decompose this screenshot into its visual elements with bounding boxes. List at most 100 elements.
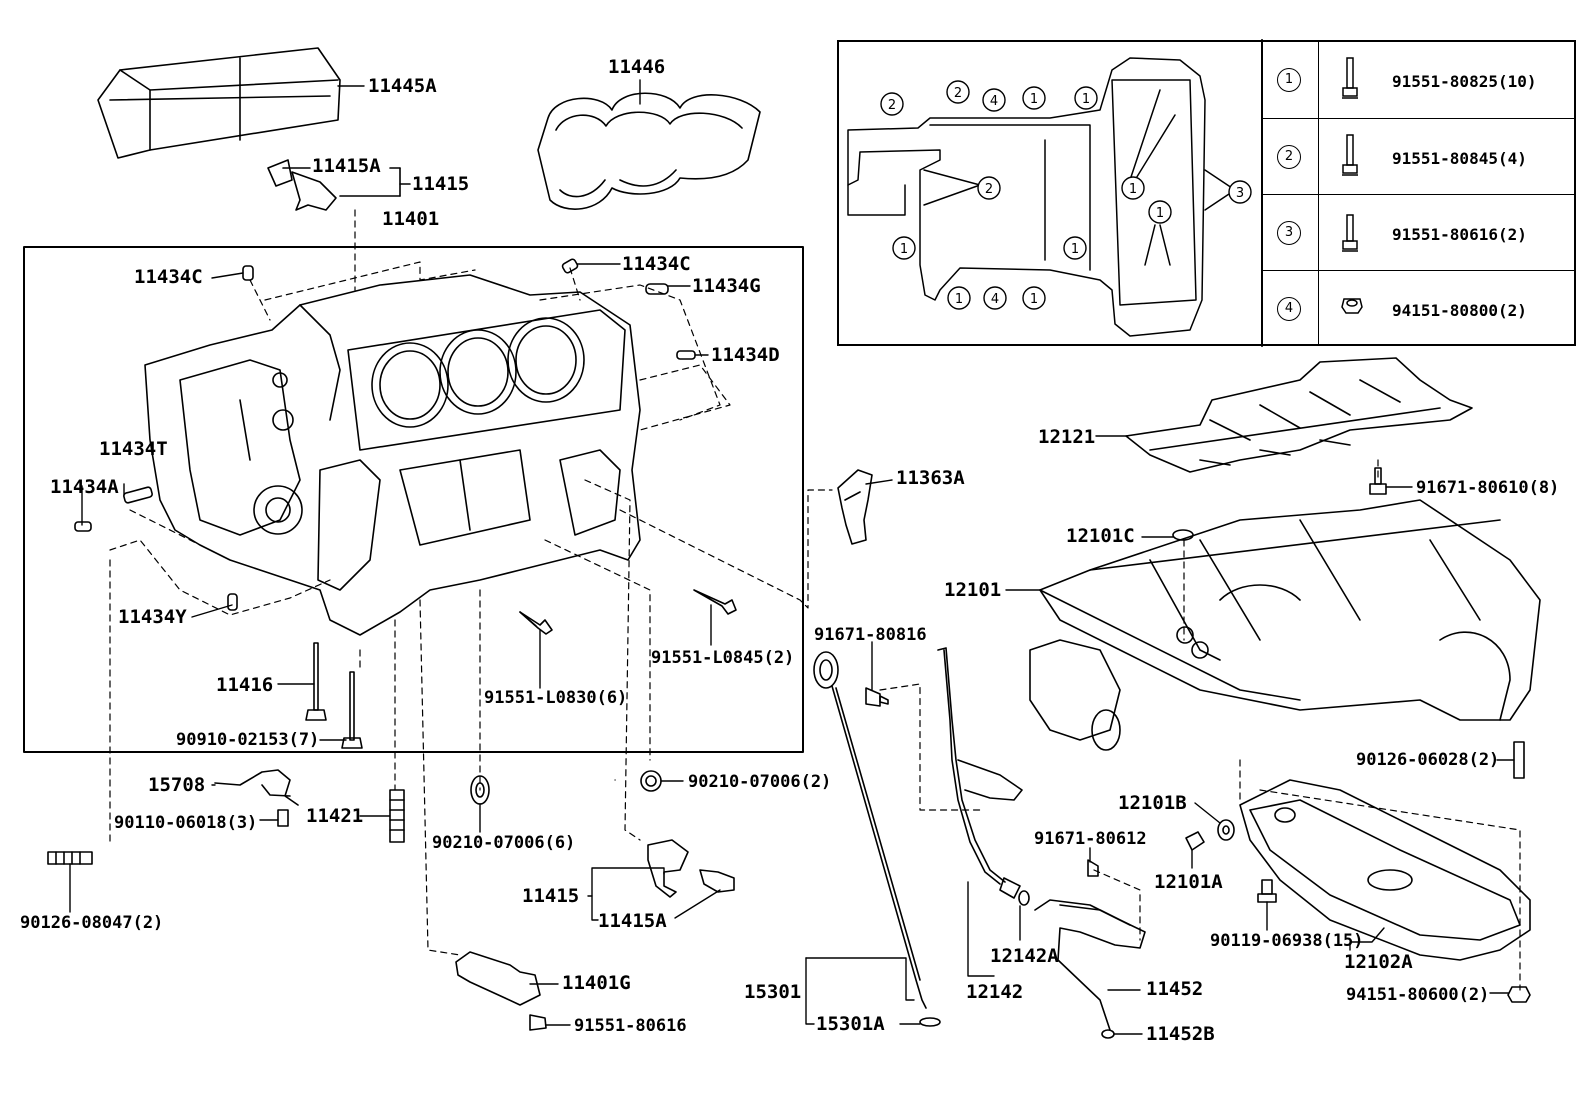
oil-pan-12101-drawing: [1029, 499, 1541, 751]
bolt-90119-drawing: [1257, 879, 1277, 903]
legend-num: 2: [1277, 145, 1301, 169]
part-label: 11434C: [622, 253, 691, 275]
legend-part-number: 91551-80825(10): [1392, 72, 1537, 91]
legend-part-number: 91551-80616(2): [1392, 225, 1527, 244]
bolt-icon: [1342, 57, 1358, 99]
part-label: 91551-L0845(2): [651, 648, 795, 668]
bolt-91671-80816-drawing: [865, 687, 889, 707]
dipstick-guide-12142-drawing: [937, 647, 1030, 906]
svg-text:1: 1: [1082, 92, 1090, 107]
svg-text:1: 1: [1156, 206, 1164, 221]
legend-table: 1 91551-80825(10) 2 91551-80845(4) 3 915…: [1262, 42, 1576, 344]
callout: 1: [1074, 86, 1098, 110]
projection-lines: [109, 209, 833, 956]
stud-90126-08047-drawing: [47, 851, 93, 865]
legend-pan-view-drawing: [847, 39, 1263, 347]
part-label: 11434D: [711, 344, 780, 366]
svg-text:4: 4: [990, 94, 998, 109]
svg-text:1: 1: [0, 0, 8, 4]
part-label: 15301A: [816, 1013, 885, 1035]
washer-90210-drawing: [470, 770, 662, 805]
part-label: 90126-08047(2): [20, 913, 164, 933]
callout: 2: [946, 80, 970, 104]
part-label: 12121: [1038, 426, 1096, 448]
callout: 1: [0, 0, 8, 4]
part-label: 11446: [608, 56, 666, 78]
legend-num: 3: [1277, 221, 1301, 245]
part-label: 11401G: [562, 972, 631, 994]
part-label: 90210-07006(6): [432, 833, 576, 853]
callout: 4: [983, 286, 1007, 310]
svg-text:2: 2: [985, 182, 993, 197]
svg-text:1: 1: [955, 292, 963, 307]
bolt-11415A-top-drawing: [267, 159, 411, 211]
part-label: 91671-80816: [814, 625, 927, 645]
svg-text:1: 1: [1071, 242, 1079, 257]
bolts-block-drawing: [305, 589, 737, 749]
part-label: 11415: [412, 173, 470, 195]
stud-11421-drawing: [389, 789, 405, 843]
svg-text:2: 2: [954, 86, 962, 101]
gasket-11446-drawing: [537, 92, 761, 210]
legend-callouts: 2 2 4 1 1 2 1 1 1 3 1 1 1 4 1: [0, 0, 1252, 310]
leader-lines: [69, 79, 1515, 1035]
callout: 1: [1022, 86, 1046, 110]
part-label: 12101: [944, 579, 1002, 601]
part-label: 90119-06938(15): [1210, 931, 1364, 951]
part-label: 11452B: [1146, 1023, 1215, 1045]
part-label: 94151-80600(2): [1346, 985, 1490, 1005]
block-group-frame: [23, 246, 804, 753]
part-label: 12142A: [990, 945, 1059, 967]
legend-row: 3 91551-80616(2): [1262, 194, 1576, 270]
part-label: 11434Y: [118, 606, 187, 628]
svg-text:1: 1: [900, 242, 908, 257]
part-label: 91671-80610(8): [1416, 478, 1560, 498]
callout: 1: [1148, 200, 1172, 224]
washer-12101B-drawing: [1217, 819, 1235, 841]
bracket-15708-drawing: [214, 769, 299, 827]
stud-90126-06028-drawing: [1513, 741, 1525, 779]
sensor-11415-bottom-drawing: [647, 839, 735, 898]
legend-num: 1: [1277, 68, 1301, 92]
callout: 1: [1063, 236, 1087, 260]
part-label: 15708: [148, 774, 206, 796]
part-label: 11415A: [598, 910, 667, 932]
cylinder-block-drawing: [144, 274, 641, 636]
part-label: 11415A: [312, 155, 381, 177]
part-label: 91671-80612: [1034, 829, 1147, 849]
callout: 2: [977, 176, 1001, 200]
sensor-11401G-drawing: [455, 951, 547, 1031]
legend-row: 2 91551-80845(4): [1262, 118, 1576, 194]
callout: 1: [947, 286, 971, 310]
part-label: 11415: [522, 885, 580, 907]
part-label: 12101B: [1118, 792, 1187, 814]
callout: 3: [1228, 180, 1252, 204]
part-label: 11434G: [692, 275, 761, 297]
part-label: 11401: [382, 208, 440, 230]
svg-text:1: 1: [1030, 292, 1038, 307]
svg-text:1: 1: [1030, 92, 1038, 107]
bolt-icon: [1342, 214, 1358, 252]
part-label: 12101C: [1066, 525, 1135, 547]
part-label: 15301: [744, 981, 802, 1003]
svg-text:4: 4: [991, 292, 999, 307]
part-label: 11416: [216, 674, 274, 696]
part-label: 12142: [966, 981, 1024, 1003]
callout: 1: [1121, 176, 1145, 200]
part-label: 12102A: [1344, 951, 1413, 973]
o-ring-12101C: [1172, 529, 1194, 541]
part-label: 11445A: [368, 75, 437, 97]
plug-12101A-drawing: [1185, 831, 1205, 851]
callout: 1: [892, 236, 916, 260]
projection-lines-right: [879, 459, 1521, 991]
bolt-icon: [1342, 134, 1358, 176]
oil-pan-12102A-drawing: [1239, 779, 1531, 961]
legend-num: 4: [1277, 297, 1301, 321]
part-label: 90126-06028(2): [1356, 750, 1500, 770]
part-label: 91551-L0830(6): [484, 688, 628, 708]
nut-icon: [1341, 298, 1363, 314]
part-label: 11434T: [99, 438, 168, 460]
part-label: 11421: [306, 805, 364, 827]
part-label: 12101A: [1154, 871, 1223, 893]
